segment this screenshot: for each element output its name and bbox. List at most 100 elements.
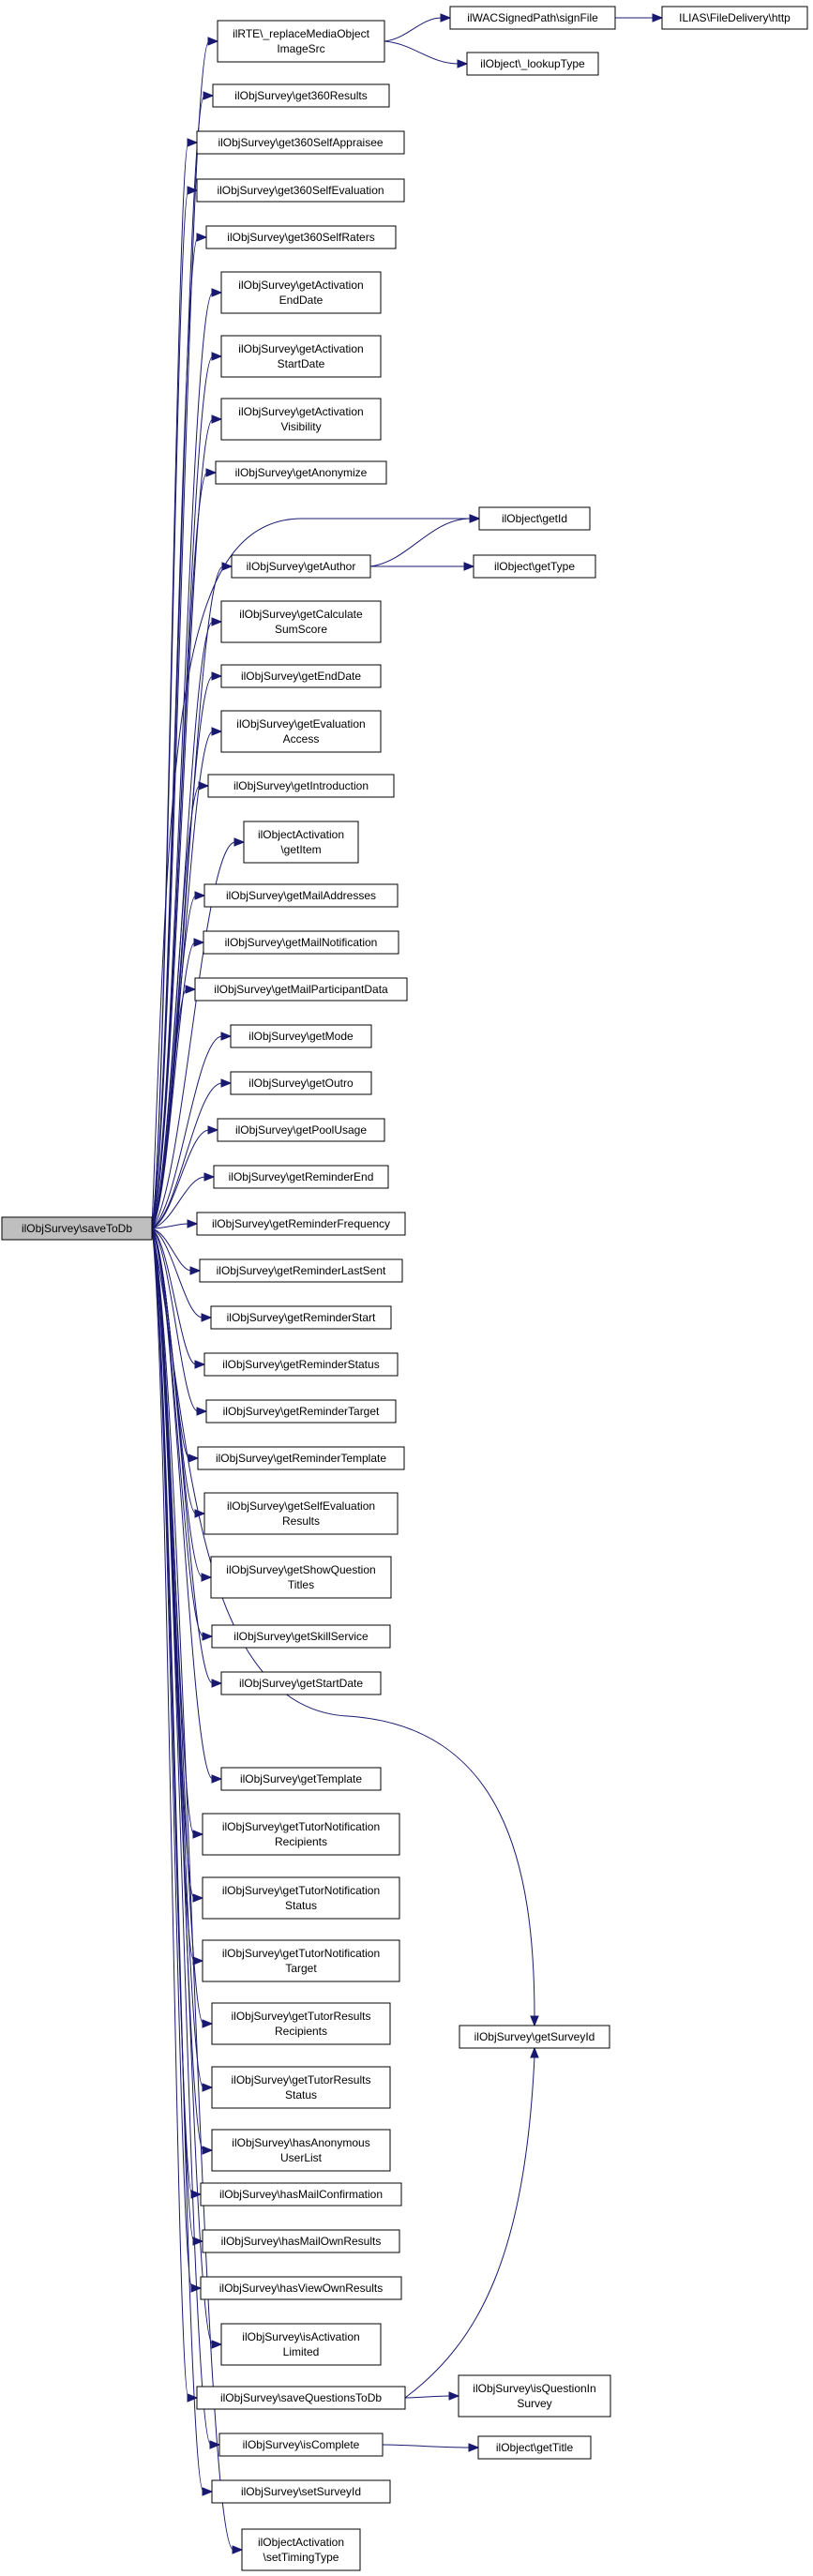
graph-node[interactable]: ilObjSurvey\getMode bbox=[230, 1024, 372, 1048]
edge-root-to-n_viewown bbox=[151, 1228, 203, 2293]
node-label: ilObjSurvey\saveToDb bbox=[22, 1222, 132, 1235]
arrowhead-icon bbox=[192, 2237, 204, 2246]
graph-node[interactable]: ilObjSurvey\getReminderTarget bbox=[205, 1399, 397, 1424]
node-label: ilObjectActivation bbox=[258, 828, 344, 841]
graph-node[interactable]: ilObjSurvey\getSurveyId bbox=[459, 2025, 610, 2049]
edge-line bbox=[151, 1228, 199, 1412]
edge-root-to-n_remfreq bbox=[151, 1219, 199, 1229]
graph-node[interactable]: ilObject\getTitle bbox=[477, 2435, 592, 2460]
arrowhead-icon bbox=[211, 617, 223, 626]
graph-node[interactable]: ilObject\getId bbox=[478, 506, 591, 531]
edge-n_rte-to-n_wac bbox=[384, 13, 452, 42]
node-label: ilObjSurvey\getSelfEvaluation bbox=[227, 1499, 375, 1513]
edge-line bbox=[151, 292, 214, 1229]
edge-line bbox=[151, 1228, 212, 2446]
graph-node[interactable]: ilObjSurvey\getReminderFrequency bbox=[196, 1212, 406, 1236]
edge-line bbox=[382, 2444, 471, 2448]
edge-root-to-n_remlast bbox=[151, 1228, 202, 1275]
root-node[interactable]: ilObjSurvey\saveToDb bbox=[1, 1216, 153, 1241]
graph-node[interactable]: ilObjSurvey\getMailNotification bbox=[203, 930, 399, 955]
graph-node[interactable]: ilObjSurvey\get360SelfAppraisee bbox=[196, 130, 405, 155]
edge-root-to-n_360rat bbox=[151, 233, 208, 1229]
node-label: ilObjSurvey\getTutorResults bbox=[232, 2010, 371, 2023]
graph-node[interactable]: ilObjSurvey\getTemplate bbox=[220, 1767, 382, 1791]
graph-node[interactable]: ilObjSurvey\setSurveyId bbox=[211, 2479, 391, 2504]
node-label: ilObjSurvey\getMode bbox=[248, 1030, 354, 1043]
arrowhead-icon bbox=[469, 514, 481, 523]
graph-node[interactable]: ilObjSurvey\get360SelfEvaluation bbox=[196, 178, 405, 203]
graph-node[interactable]: ilObjSurvey\getIntroduction bbox=[207, 774, 395, 798]
graph-node[interactable]: ilObjSurvey\getTutorNotificationRecipien… bbox=[202, 1813, 400, 1856]
edge-root-to-n_saveq bbox=[151, 1228, 199, 2403]
graph-node[interactable]: ilObjSurvey\get360Results bbox=[212, 83, 390, 108]
arrowhead-icon bbox=[211, 288, 223, 297]
graph-node[interactable]: ilObjSurvey\getReminderLastSent bbox=[199, 1258, 403, 1283]
node-label: Access bbox=[283, 732, 320, 746]
node-label: ilObjSurvey\getAnonymize bbox=[235, 466, 368, 479]
graph-node[interactable]: ilObjSurvey\getMailAddresses bbox=[203, 883, 399, 908]
graph-node[interactable]: ilObjSurvey\saveQuestionsToDb bbox=[196, 2386, 406, 2410]
graph-node[interactable]: ILIAS\FileDelivery\http bbox=[661, 6, 808, 30]
edge-line bbox=[151, 1082, 223, 1229]
arrowhead-icon bbox=[202, 2487, 214, 2496]
node-box bbox=[211, 2129, 391, 2172]
graph-node[interactable]: ilObject\_lookupType bbox=[466, 52, 599, 76]
graph-node[interactable]: ilObjSurvey\getOutro bbox=[230, 1071, 372, 1095]
arrowhead-icon bbox=[198, 781, 210, 791]
graph-node[interactable]: ilObjSurvey\getReminderEnd bbox=[213, 1165, 389, 1189]
node-box bbox=[205, 225, 397, 249]
graph-node[interactable]: ilObjSurvey\get360SelfRaters bbox=[205, 225, 397, 249]
graph-node[interactable]: ilObjSurvey\hasMailOwnResults bbox=[202, 2229, 400, 2253]
graph-node[interactable]: ilObjSurvey\getReminderStatus bbox=[203, 1352, 399, 1377]
graph-node[interactable]: ilObjSurvey\getAuthor bbox=[231, 554, 371, 579]
node-label: ilObjSurvey\getActivation bbox=[238, 405, 363, 418]
node-box bbox=[205, 1399, 397, 1424]
graph-node[interactable]: ilObjSurvey\getReminderTemplate bbox=[197, 1446, 405, 1470]
graph-node[interactable]: ilObjSurvey\getPoolUsage bbox=[217, 1118, 385, 1142]
graph-node[interactable]: ilObjSurvey\getSkillService bbox=[211, 1624, 391, 1649]
graph-node[interactable]: ilObject\getType bbox=[473, 554, 596, 579]
graph-node[interactable]: ilObjSurvey\hasViewOwnResults bbox=[200, 2276, 402, 2300]
arrowhead-icon bbox=[211, 352, 223, 361]
graph-node[interactable]: ilObjSurvey\hasMailConfirmation bbox=[200, 2182, 402, 2207]
node-label: \getItem bbox=[280, 843, 321, 856]
edge-line bbox=[151, 142, 189, 1229]
graph-node[interactable]: ilObjSurvey\getMailParticipantData bbox=[194, 977, 408, 1002]
node-label: UserList bbox=[280, 2151, 323, 2164]
graph-node[interactable]: ilObjSurvey\getEndDate bbox=[220, 664, 382, 688]
arrowhead-icon bbox=[211, 1679, 223, 1688]
arrowhead-icon bbox=[192, 1830, 204, 1839]
graph-node[interactable]: ilWACSignedPath\signFile bbox=[449, 6, 616, 30]
node-label: ilObject\getTitle bbox=[496, 2441, 574, 2454]
graph-node[interactable]: ilObjSurvey\isComplete bbox=[218, 2433, 384, 2457]
arrowhead-icon bbox=[211, 1774, 223, 1784]
graph-node[interactable]: ilObjSurvey\getAnonymize bbox=[215, 460, 387, 485]
node-label: ilRTE\_replaceMediaObject bbox=[233, 27, 370, 40]
graph-node[interactable]: ilObjectActivation\setTimingType bbox=[241, 2528, 361, 2571]
graph-node[interactable]: ilObjSurvey\getReminderStart bbox=[210, 1305, 392, 1330]
graph-node[interactable]: ilObjSurvey\getStartDate bbox=[220, 1671, 382, 1695]
arrowhead-icon bbox=[530, 2015, 539, 2027]
arrowhead-icon bbox=[202, 2083, 214, 2092]
graph-node[interactable]: ilObjectActivation \getItem bbox=[243, 821, 359, 864]
node-label: ilObjSurvey\getTutorNotification bbox=[222, 1820, 380, 1833]
node-label: ilObjSurvey\get360SelfRaters bbox=[227, 231, 374, 244]
node-box bbox=[194, 977, 408, 1002]
arrowhead-icon bbox=[187, 186, 199, 195]
arrowhead-icon bbox=[193, 938, 205, 947]
